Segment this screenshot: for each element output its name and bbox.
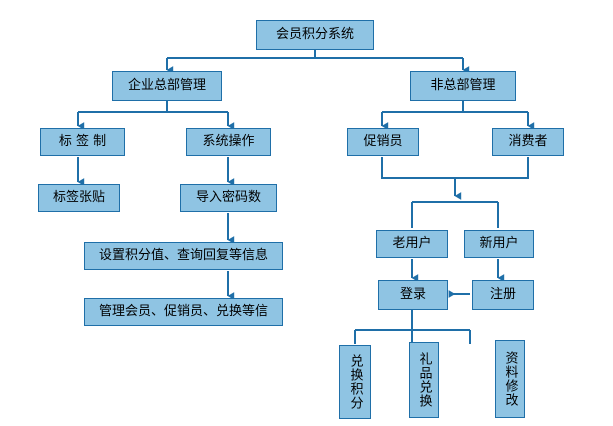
node-promoter[interactable]: 促销员 [347, 128, 419, 156]
node-system-operation[interactable]: 系统操作 [186, 128, 271, 156]
node-register[interactable]: 注册 [472, 280, 534, 310]
node-hq-management[interactable]: 企业总部管理 [112, 71, 222, 101]
node-set-points-query-reply[interactable]: 设置积分值、查询回复等信息 [84, 242, 283, 270]
node-import-password-count[interactable]: 导入密码数 [180, 184, 277, 212]
node-consumer[interactable]: 消费者 [492, 128, 564, 156]
node-old-user[interactable]: 老用户 [376, 230, 448, 258]
node-new-user[interactable]: 新用户 [464, 230, 534, 258]
node-root[interactable]: 会员积分系统 [256, 20, 374, 50]
node-label-making[interactable]: 标 签 制 [40, 128, 125, 156]
node-exchange-points[interactable]: 兑换积分 [339, 345, 371, 419]
edge-users-merge-bus [381, 157, 529, 179]
node-non-hq-management[interactable]: 非总部管理 [410, 71, 516, 101]
node-label-posting[interactable]: 标签张贴 [38, 184, 120, 212]
node-profile-edit[interactable]: 资料修改 [495, 340, 525, 418]
node-gift-exchange[interactable]: 礼品兑换 [409, 342, 439, 418]
node-manage-members-promoters-exchange[interactable]: 管理会员、促销员、兑换等信 [84, 298, 283, 326]
node-login[interactable]: 登录 [378, 280, 448, 310]
